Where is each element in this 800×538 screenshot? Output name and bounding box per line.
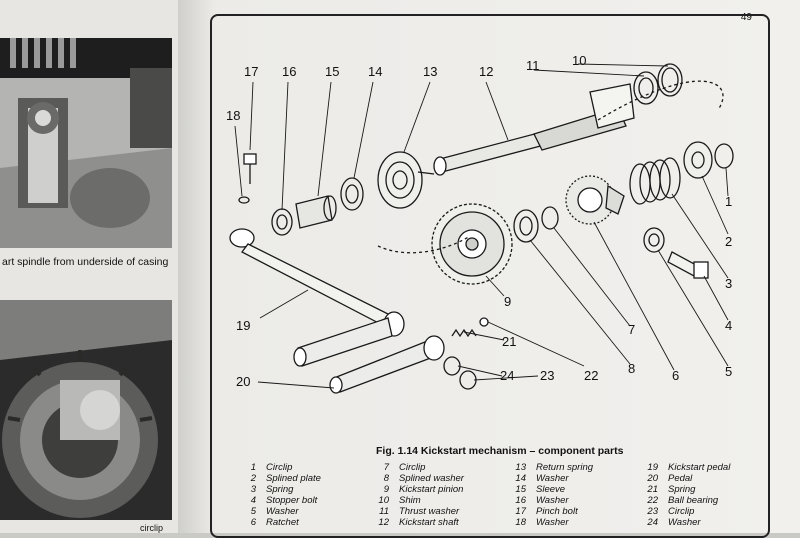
left-photo-caption-bottom: circlip	[140, 523, 164, 533]
stopper-bolt	[667, 251, 709, 279]
splined-washer	[513, 209, 539, 243]
callout-3: 3	[725, 276, 732, 291]
callout-4: 4	[725, 318, 732, 333]
callout-14: 14	[368, 64, 382, 79]
engine-casing-photo	[0, 38, 172, 248]
washer-24	[443, 356, 461, 376]
thrust-washer	[633, 71, 659, 105]
figure-caption: Fig. 1.14 Kickstart mechanism – componen…	[376, 445, 624, 457]
callout-10: 10	[572, 53, 586, 68]
callout-19: 19	[236, 318, 250, 333]
callout-20: 20	[236, 374, 250, 389]
pinch-bolt	[243, 153, 257, 184]
washer-5	[643, 227, 665, 253]
callout-21: 21	[502, 334, 516, 349]
splined-plate	[683, 141, 713, 179]
callout-16: 16	[282, 64, 296, 79]
callout-2: 2	[725, 234, 732, 249]
callout-18: 18	[226, 108, 240, 123]
circlip-1	[714, 143, 734, 169]
left-page: art spindle from underside of casing cir…	[0, 0, 200, 533]
kickstart-pinion	[431, 203, 513, 285]
callout-1: 1	[725, 194, 732, 209]
callout-13: 13	[423, 64, 437, 79]
callout-11: 11	[526, 58, 540, 73]
callout-5: 5	[725, 364, 732, 379]
circlip-7	[541, 206, 559, 230]
return-spring	[377, 151, 435, 209]
washer-18	[238, 196, 250, 204]
callout-8: 8	[628, 361, 635, 376]
ball-bearing	[479, 317, 489, 327]
gear-photo	[0, 300, 172, 520]
kickstart-shaft	[433, 83, 635, 176]
sleeve	[295, 195, 333, 229]
callout-15: 15	[325, 64, 339, 79]
callout-9: 9	[504, 294, 511, 309]
callout-23: 23	[540, 368, 554, 383]
callout-17: 17	[244, 64, 258, 79]
callout-7: 7	[628, 322, 635, 337]
kickstart-pedal	[229, 228, 405, 367]
washer-14	[340, 177, 364, 211]
left-photo-caption: art spindle from underside of casing	[2, 256, 169, 268]
kickstart-exploded-diagram: 1 2 3 4 5 6 7 8 9 10 11 12 13 14 15 16 1…	[226, 53, 734, 394]
spring-3	[629, 157, 681, 205]
callout-6: 6	[672, 368, 679, 383]
right-page: 49	[178, 0, 800, 538]
page-number: 49	[740, 12, 752, 23]
spring-21	[451, 328, 477, 338]
callout-numbers: 1 2 3 4 5 6 7 8 9 10 11 12 13 14 15 16 1…	[226, 53, 732, 389]
circlip-23	[459, 370, 477, 390]
callout-24: 24	[500, 368, 514, 383]
shim	[657, 63, 683, 97]
callout-12: 12	[479, 64, 493, 79]
callout-22: 22	[584, 368, 598, 383]
pedal	[329, 335, 445, 394]
washer-16	[271, 208, 293, 236]
ratchet	[565, 175, 625, 225]
gear-photo-art	[0, 300, 172, 520]
engine-casing-photo-art	[0, 38, 172, 248]
